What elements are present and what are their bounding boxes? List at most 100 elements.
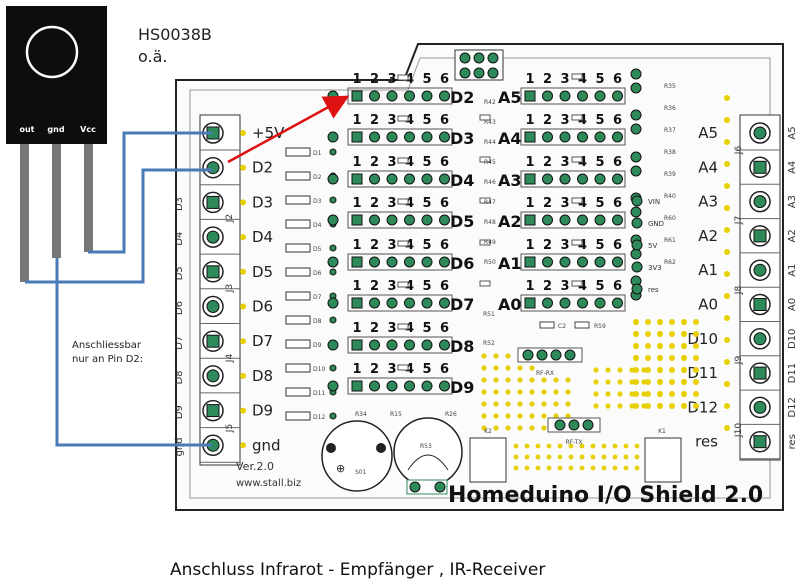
rf-rx-module: RF-RX	[517, 347, 583, 377]
row-pin	[524, 131, 536, 143]
proto-pad	[481, 389, 487, 395]
right-edge-label: A1	[787, 264, 798, 277]
proto-pad	[617, 379, 623, 385]
proto-pad	[493, 401, 499, 407]
right-edge-label: A4	[787, 161, 798, 174]
power-label: VIN	[648, 198, 660, 206]
board-title: Homeduino I/O Shield 2.0	[448, 483, 763, 508]
smd-label: D7	[313, 294, 322, 301]
right-pin-square	[753, 366, 767, 380]
row-pin	[542, 256, 553, 268]
row-pin	[439, 297, 450, 309]
center-res-label: R45	[484, 159, 496, 166]
top-header-pin	[459, 52, 471, 64]
proto-pad	[557, 465, 563, 471]
analog-row-label: A5	[498, 88, 522, 107]
pin-number: 1	[352, 362, 361, 377]
r52-label: R52	[483, 340, 495, 347]
k1-label: K1	[658, 428, 666, 435]
pin-number: 4	[405, 238, 414, 253]
right-pad	[724, 95, 730, 101]
right-pin-square	[753, 160, 767, 174]
row-pin	[386, 380, 398, 392]
top-header-pin	[473, 52, 485, 64]
proto-pad	[657, 355, 663, 361]
row-smd	[479, 239, 491, 246]
row-pin	[351, 173, 363, 185]
row-smd	[479, 156, 491, 163]
proto-pad	[590, 443, 596, 449]
smd-part	[285, 411, 311, 421]
proto-pad	[553, 401, 559, 407]
row-pin	[594, 173, 606, 185]
proto-pad	[634, 454, 640, 460]
resistor-label: R35	[664, 83, 676, 90]
digital-row-label: D2	[450, 88, 474, 107]
smd-label: D9	[313, 342, 322, 349]
power-pin	[631, 239, 643, 251]
svg-text:R34: R34	[355, 411, 367, 418]
proto-pad	[645, 391, 651, 397]
smd-part	[285, 387, 311, 397]
r59-label: R59	[594, 323, 606, 330]
digital-row-label: D6	[450, 254, 474, 273]
proto-pad	[681, 355, 687, 361]
row-pin	[594, 90, 606, 102]
pin-number: 5	[595, 155, 604, 170]
right-pad	[724, 381, 730, 387]
pin-number: 2	[370, 155, 379, 170]
proto-pad	[481, 401, 487, 407]
svg-text:S01: S01	[355, 469, 367, 476]
proto-pad	[517, 413, 523, 419]
smd-pad	[329, 268, 337, 276]
proto-pad	[633, 343, 639, 349]
pin-number: 1	[352, 113, 361, 128]
analog-row-label: A3	[498, 171, 522, 190]
row-side-pin	[630, 151, 642, 163]
proto-pad	[629, 379, 635, 385]
proto-pad	[617, 403, 623, 409]
smd-label: D2	[313, 174, 322, 181]
pin-number: 1	[525, 196, 534, 211]
proto-pad	[529, 365, 535, 371]
sensor-pin-vcc: Vcc	[80, 125, 96, 134]
row-smd	[397, 281, 409, 288]
proto-pad	[568, 465, 574, 471]
proto-pad	[641, 391, 647, 397]
pin-number: 5	[595, 196, 604, 211]
sensor-lead-gnd	[52, 144, 61, 258]
right-header-label: A2	[698, 227, 718, 245]
smd-part	[285, 339, 311, 349]
proto-pad	[590, 465, 596, 471]
proto-pad	[669, 379, 675, 385]
row-frame	[347, 253, 453, 271]
row-pin	[612, 256, 623, 268]
row-pin	[404, 214, 415, 226]
row-pin	[369, 380, 380, 392]
arrow-to-d2	[227, 95, 350, 164]
sensor-pin-gnd: gnd	[47, 125, 64, 134]
pin-number: 5	[422, 155, 431, 170]
row-smd	[571, 239, 583, 246]
proto-pad	[579, 465, 585, 471]
row-pin	[559, 297, 571, 309]
right-pad	[724, 359, 730, 365]
analog-row-label: A4	[498, 129, 522, 148]
row-side-pin	[630, 109, 642, 121]
right-pad	[724, 161, 730, 167]
left-edge-label: D7	[174, 336, 185, 350]
proto-pad	[579, 454, 585, 460]
row-frame	[347, 211, 453, 229]
pin-number: 6	[440, 196, 449, 211]
right-edge-label: D10	[787, 329, 798, 349]
smd-label: D8	[313, 318, 322, 325]
row-pin	[386, 297, 398, 309]
right-edge-label: A0	[787, 298, 798, 311]
pin-number: 1	[352, 155, 361, 170]
left-pad	[240, 234, 246, 241]
sensor-pin-out: out	[19, 125, 34, 134]
proto-pad	[546, 465, 552, 471]
